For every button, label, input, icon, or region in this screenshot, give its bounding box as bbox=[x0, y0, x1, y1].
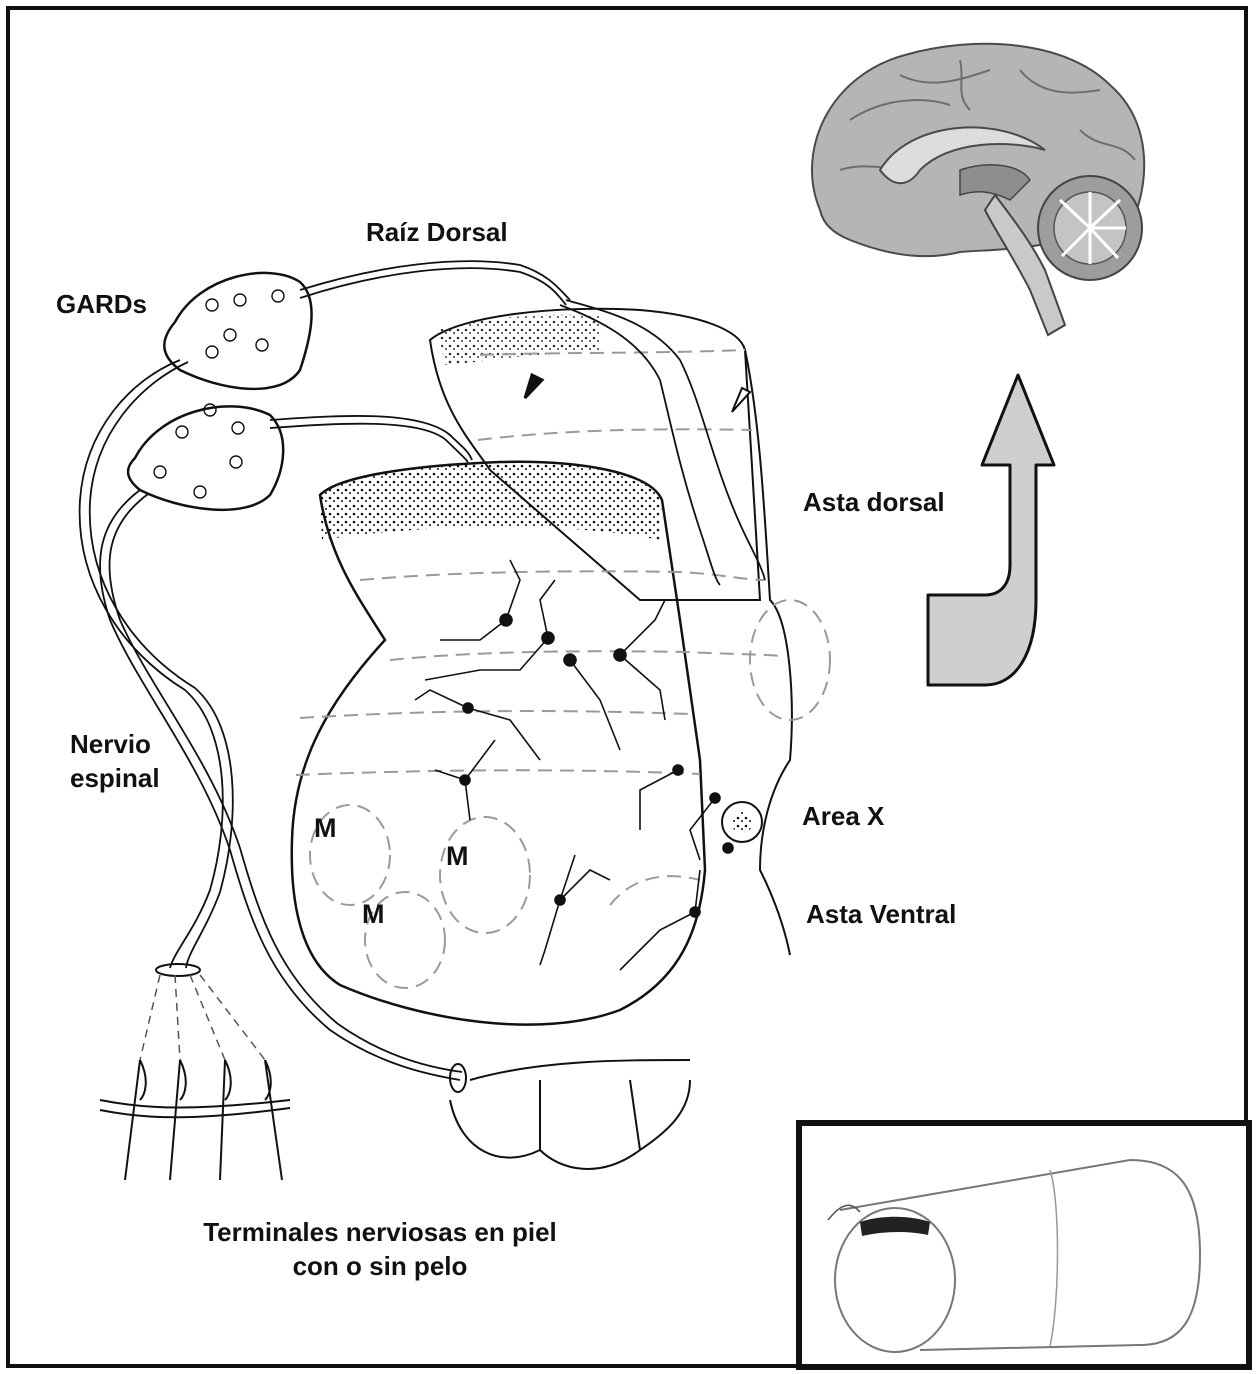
label-raiz-dorsal: Raíz Dorsal bbox=[366, 216, 508, 249]
inset-frame bbox=[798, 1122, 1250, 1368]
curved-up-arrow-icon bbox=[928, 375, 1054, 685]
label-motor-pool-1: M bbox=[314, 812, 337, 846]
label-motor-pool-2: M bbox=[446, 840, 469, 874]
glabrous-skin-endings bbox=[450, 1060, 690, 1169]
label-area-x: Area X bbox=[802, 800, 884, 833]
label-asta-ventral: Asta Ventral bbox=[806, 898, 956, 931]
neurons bbox=[415, 560, 733, 970]
label-terminales-2: con o sin pelo bbox=[150, 1250, 610, 1283]
hairy-skin-endings bbox=[100, 964, 290, 1180]
spinal-cord-gray-matter bbox=[292, 462, 705, 1025]
dorsal-root-ganglia bbox=[128, 273, 312, 510]
label-nervio-espinal-2: espinal bbox=[70, 762, 160, 795]
label-terminales-1: Terminales nerviosas en piel bbox=[150, 1216, 610, 1249]
label-motor-pool-3: M bbox=[362, 898, 385, 932]
label-gards: GARDs bbox=[56, 288, 147, 321]
label-nervio-espinal-1: Nervio bbox=[70, 728, 151, 761]
label-asta-dorsal: Asta dorsal bbox=[803, 486, 945, 519]
brain-sagittal-icon bbox=[812, 44, 1144, 335]
